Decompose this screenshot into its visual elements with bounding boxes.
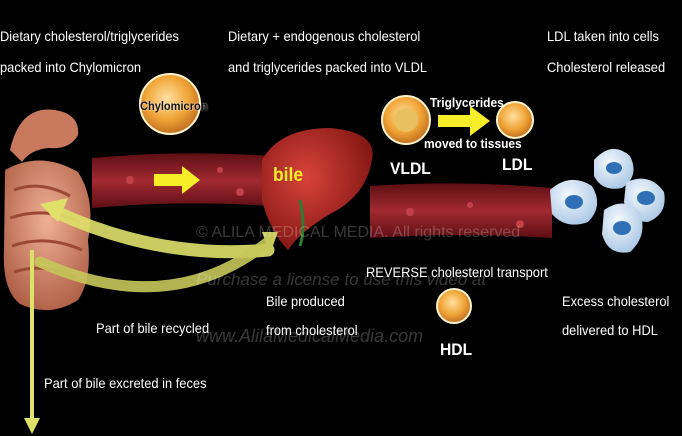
- ldl-particle: [496, 101, 534, 139]
- watermark-copyright: © ALILA MEDICAL MEDIA. All rights reserv…: [196, 224, 521, 241]
- flow-arrow-icon: [154, 166, 200, 194]
- hdl-particle: [436, 288, 472, 324]
- label-reverse-transport: REVERSE cholesterol transport: [366, 264, 548, 280]
- label-excess-line1: Excess cholesterol: [562, 293, 670, 309]
- label-bile: bile: [273, 165, 304, 186]
- vldl-particle: [381, 95, 431, 145]
- label-ldl-cells-line1: LDL taken into cells: [547, 28, 659, 44]
- label-bile-produced-line1: Bile produced: [266, 293, 345, 309]
- label-dietary-line1: Dietary cholesterol/triglycerides: [0, 28, 179, 44]
- label-vldl: VLDL: [390, 159, 431, 178]
- recycle-arrows: [34, 198, 278, 293]
- label-bile-produced-line2: from cholesterol: [266, 322, 358, 338]
- label-moved-to-tissues: moved to tissues: [424, 136, 522, 151]
- label-excreted: Part of bile excreted in feces: [44, 375, 207, 391]
- label-excess-line2: delivered to HDL: [562, 322, 658, 338]
- label-hdl: HDL: [440, 340, 473, 359]
- watermark-purchase: Purchase a license to use this video at: [196, 270, 487, 289]
- label-ldl: LDL: [502, 155, 533, 174]
- chylomicron-particle: [139, 73, 201, 135]
- label-ldl-cells-line2: Cholesterol released: [547, 59, 666, 75]
- blood-vessel-right: [370, 183, 552, 238]
- label-chylomicron: Chylomicron: [140, 99, 208, 113]
- label-dietary-line2: packed into Chylomicron: [0, 59, 142, 75]
- label-vldl-line2: and triglycerides packed into VLDL: [228, 59, 428, 75]
- cells-cluster: [550, 148, 665, 253]
- watermark-site: www.AlilaMedicalMedia.com: [196, 326, 424, 346]
- excretion-arrow: [24, 250, 40, 434]
- triglyceride-arrow-icon: [438, 106, 490, 136]
- liver-illustration: [262, 128, 373, 250]
- label-vldl-line1: Dietary + endogenous cholesterol: [228, 28, 421, 44]
- label-part-recycled: Part of bile recycled: [96, 320, 210, 336]
- label-triglycerides: Triglycerides: [430, 95, 504, 110]
